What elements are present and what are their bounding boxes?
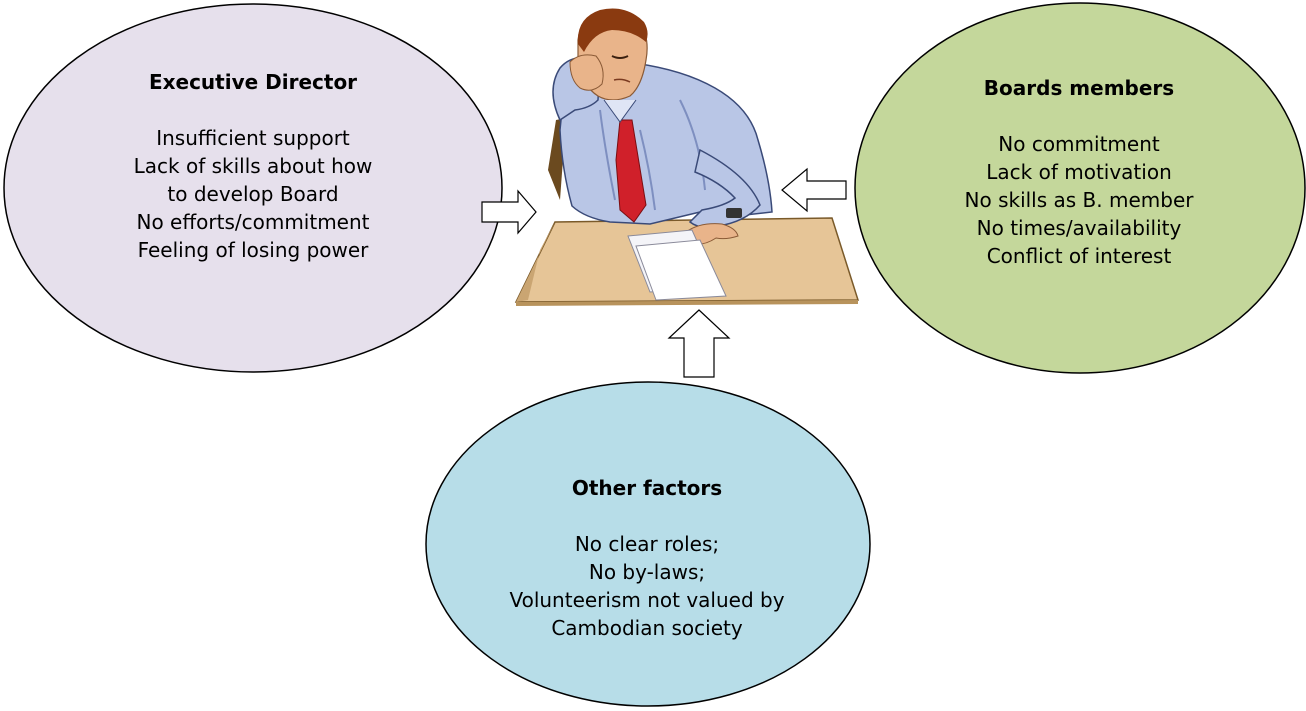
executive-line: to develop Board (167, 182, 339, 206)
boards-ellipse (854, 2, 1306, 374)
other-line: No clear roles; (574, 532, 720, 556)
other-line: Volunteerism not valued by (509, 588, 785, 612)
boards-line: Conflict of interest (986, 244, 1172, 268)
executive-line: Insufficient support (156, 126, 350, 150)
executive-line: Lack of skills about how (133, 154, 373, 178)
arrow-right-icon (481, 189, 537, 235)
other-line: Cambodian society (551, 616, 743, 640)
other-ellipse (425, 381, 871, 707)
boards-members-title: Boards members (983, 76, 1175, 100)
executive-line: No efforts/commitment (136, 210, 370, 234)
arrow-left-icon (781, 167, 847, 213)
other-line: No by-laws; (588, 560, 706, 584)
boards-line: Lack of motivation (986, 160, 1172, 184)
stressed-man-at-desk-icon (514, 8, 860, 306)
executive-director-title: Executive Director (148, 70, 358, 94)
other-factors-title: Other factors (571, 476, 723, 500)
executive-ellipse (3, 3, 503, 373)
executive-director-text: Executive Director Insufficient support … (22, 68, 484, 264)
other-factors-text: Other factors No clear roles; No by-laws… (426, 474, 868, 642)
boards-line: No skills as B. member (964, 188, 1194, 212)
arrow-up-icon (667, 309, 731, 378)
boards-members-text: Boards members No commitment Lack of mot… (852, 74, 1306, 270)
boards-line: No times/availability (976, 216, 1182, 240)
boards-line: No commitment (998, 132, 1160, 156)
executive-line: Feeling of losing power (137, 238, 369, 262)
